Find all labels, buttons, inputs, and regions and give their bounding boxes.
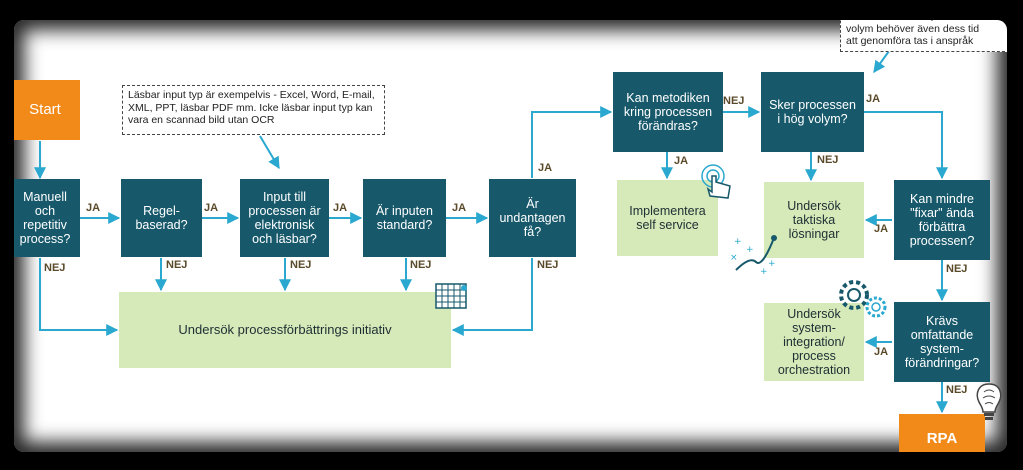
- decision-mindre-fixar: Kan mindre "fixar" ända förbättra proces…: [894, 180, 990, 260]
- label-ja: JA: [674, 155, 689, 167]
- label-nej: NEJ: [817, 154, 839, 166]
- action-undersok-systemintegration: Undersök system- integration/ process or…: [764, 303, 864, 381]
- decision-metodiken: Kan metodiken kring processen förändras?: [613, 72, 723, 152]
- label-nej: NEJ: [44, 262, 66, 274]
- label-nej: NEJ: [410, 259, 432, 271]
- decision-hog-volym: Sker processen i hög volym?: [761, 72, 864, 152]
- svg-text:+: +: [760, 267, 768, 276]
- start-node: Start: [14, 80, 80, 140]
- label-nej: NEJ: [723, 95, 745, 107]
- calendar-grid-icon: [435, 283, 467, 309]
- label-nej: NEJ: [946, 263, 968, 275]
- label-ja: JA: [874, 223, 889, 235]
- connector-lines: [34, 43, 948, 414]
- note-lasbar-input: Läsbar input typ är exempelvis - Excel, …: [122, 85, 385, 135]
- label-nej: NEJ: [166, 259, 188, 271]
- label-nej: NEJ: [537, 259, 559, 271]
- flowchart-canvas: Start Manuell och repetitiv process? Reg…: [14, 20, 1007, 452]
- label-ja: JA: [452, 202, 467, 214]
- decision-regelbaserad: Regel- baserad?: [121, 179, 202, 257]
- label-nej: NEJ: [290, 259, 312, 271]
- label-ja: JA: [538, 162, 553, 174]
- action-undersok-taktiska: Undersök taktiska lösningar: [764, 182, 864, 258]
- end-rpa-node: RPA: [899, 414, 985, 452]
- svg-text:×: ×: [730, 253, 738, 263]
- label-nej: NEJ: [946, 384, 968, 396]
- note-volym-tid: Tillsammans med processens volym behöver…: [840, 20, 1007, 52]
- action-implementera-self-service: Implementera self service: [617, 180, 718, 256]
- decision-systemforandringar: Krävs omfattande system- förändringar?: [894, 302, 990, 382]
- label-ja: JA: [866, 93, 881, 105]
- decision-manuell: Manuell och repetitiv process?: [14, 179, 80, 257]
- action-undersok-processforbattring: Undersök processförbättrings initiativ: [119, 292, 451, 368]
- sparkle-path-icon: ++++×: [730, 235, 777, 276]
- decision-input-lasbar: Input till processen är elektronisk och …: [240, 179, 329, 257]
- svg-text:+: +: [734, 237, 742, 247]
- label-ja: JA: [874, 346, 889, 358]
- decision-standard: Är inputen standard?: [363, 179, 446, 257]
- hand-tap-icon: [701, 164, 731, 199]
- label-ja: JA: [204, 202, 219, 214]
- decision-undantagen: Är undantagen få?: [489, 179, 576, 257]
- svg-text:+: +: [746, 245, 754, 255]
- label-ja: JA: [333, 202, 348, 214]
- label-ja: JA: [86, 202, 101, 214]
- gears-icon: [839, 280, 887, 318]
- brain-lightbulb-icon: [976, 383, 1002, 420]
- svg-text:+: +: [768, 259, 776, 269]
